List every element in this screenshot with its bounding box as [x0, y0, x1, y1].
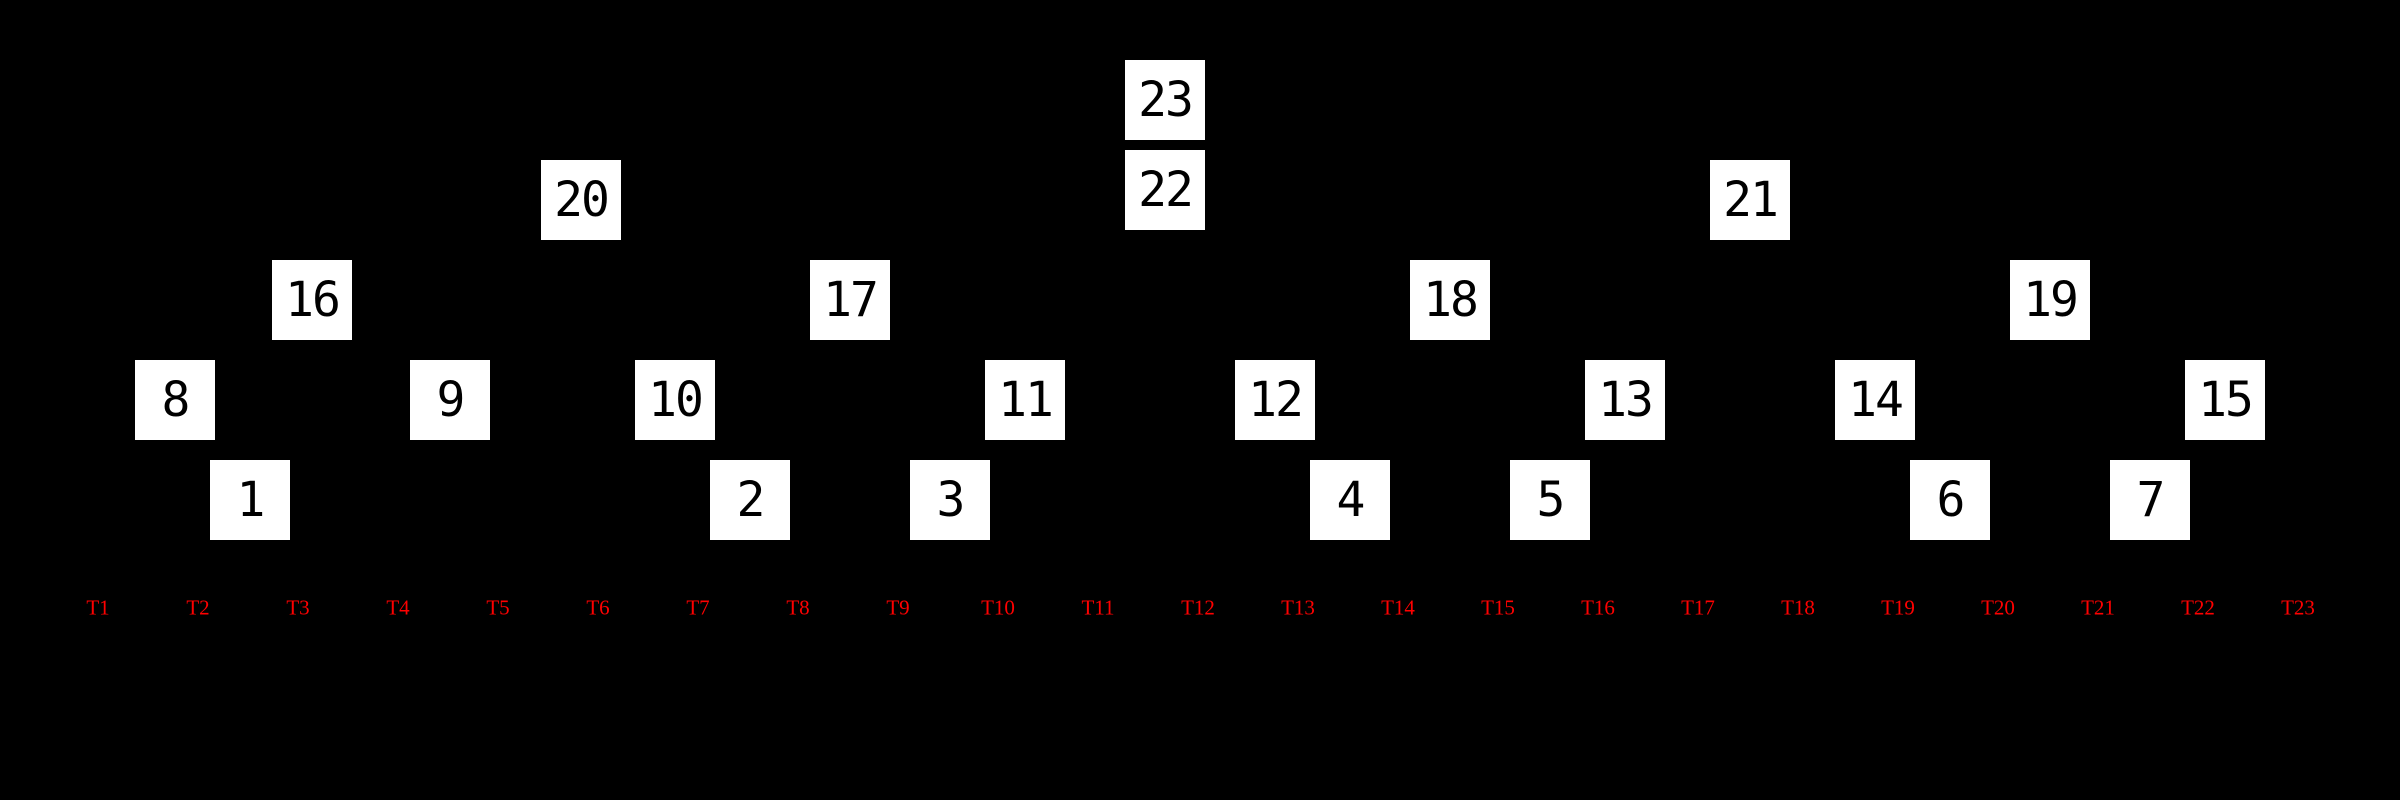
tree-node-14: 14: [1835, 360, 1915, 440]
leaf-label-T20: T20: [1981, 595, 2015, 620]
tree-node-22: 22: [1125, 150, 1205, 230]
leaf-label-T21: T21: [2081, 595, 2115, 620]
tree-node-15: 15: [2185, 360, 2265, 440]
leaf-label-T23: T23: [2281, 595, 2315, 620]
tree-node-9: 9: [410, 360, 490, 440]
leaf-label-T4: T4: [386, 595, 410, 620]
tree-node-8: 8: [135, 360, 215, 440]
leaf-label-T3: T3: [286, 595, 310, 620]
leaf-label-T8: T8: [786, 595, 810, 620]
tree-node-5: 5: [1510, 460, 1590, 540]
leaf-label-T9: T9: [886, 595, 910, 620]
leaf-label-T13: T13: [1281, 595, 1315, 620]
leaf-label-T10: T10: [981, 595, 1015, 620]
tree-node-4: 4: [1310, 460, 1390, 540]
tree-node-7: 7: [2110, 460, 2190, 540]
tree-node-6: 6: [1910, 460, 1990, 540]
tree-node-12: 12: [1235, 360, 1315, 440]
tree-node-2: 2: [710, 460, 790, 540]
leaf-label-T16: T16: [1581, 595, 1615, 620]
tree-node-11: 11: [985, 360, 1065, 440]
tree-node-19: 19: [2010, 260, 2090, 340]
leaf-label-T7: T7: [686, 595, 710, 620]
tree-node-20: 20: [541, 160, 621, 240]
leaf-label-T19: T19: [1881, 595, 1915, 620]
leaf-label-T1: T1: [86, 595, 110, 620]
leaf-label-T2: T2: [186, 595, 210, 620]
tree-node-3: 3: [910, 460, 990, 540]
tree-node-23: 23: [1125, 60, 1205, 140]
tree-node-21: 21: [1710, 160, 1790, 240]
leaf-label-T18: T18: [1781, 595, 1815, 620]
tree-node-17: 17: [810, 260, 890, 340]
leaf-label-T22: T22: [2181, 595, 2215, 620]
tree-node-18: 18: [1410, 260, 1490, 340]
tree-node-10: 10: [635, 360, 715, 440]
tree-node-1: 1: [210, 460, 290, 540]
tree-node-16: 16: [272, 260, 352, 340]
leaf-label-T11: T11: [1081, 595, 1115, 620]
tree-node-13: 13: [1585, 360, 1665, 440]
leaf-label-T5: T5: [486, 595, 510, 620]
leaf-label-T17: T17: [1681, 595, 1715, 620]
leaf-label-T6: T6: [586, 595, 610, 620]
leaf-label-T12: T12: [1181, 595, 1215, 620]
leaf-label-T15: T15: [1481, 595, 1515, 620]
leaf-label-T14: T14: [1381, 595, 1415, 620]
